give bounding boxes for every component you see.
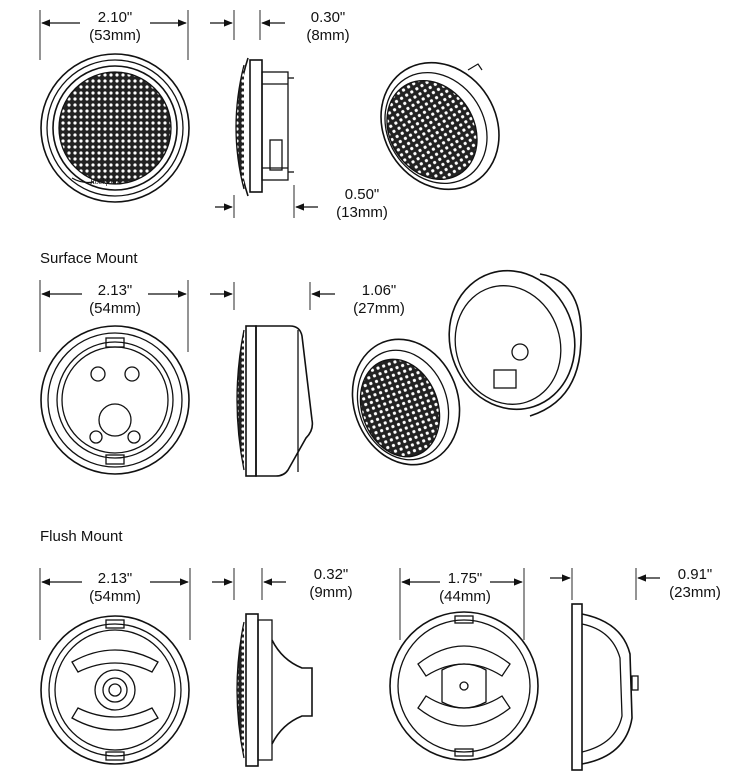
flush-depth-inches: 0.32"	[313, 566, 349, 583]
dim-surface-width	[39, 280, 189, 352]
dim-flush-width	[39, 568, 191, 640]
flush-mount-rear-view	[40, 615, 190, 765]
svg-text:Rockford: Rockford	[89, 177, 120, 186]
tweeter-perspective-view	[380, 61, 500, 191]
top-depth-mm: (8mm)	[306, 27, 350, 44]
surface-cup-rear-view	[40, 325, 190, 475]
surface-assembly-perspective	[351, 269, 582, 466]
flush-cutout-inches: 1.75"	[447, 570, 483, 587]
top-depth-inches: 0.30"	[310, 9, 346, 26]
flush-width-mm: (54mm)	[89, 588, 141, 605]
flush-cup-side-view	[550, 568, 660, 771]
flush-cutout-mm: (44mm)	[439, 588, 491, 605]
flush-depth2-inches: 0.91"	[677, 566, 713, 583]
surface-cup-side-view	[210, 282, 335, 477]
surface-width-inches: 2.13"	[97, 282, 133, 299]
surface-depth-inches: 1.06"	[361, 282, 397, 299]
flush-cup-rear-view	[389, 568, 539, 761]
top-depth2-mm: (13mm)	[336, 204, 388, 221]
flush-mount-side-view	[212, 568, 313, 767]
top-depth2-inches: 0.50"	[344, 186, 380, 203]
section-title-flush-mount: Flush Mount	[40, 528, 123, 545]
tweeter-side-view	[210, 10, 318, 218]
section-title-surface-mount: Surface Mount	[40, 250, 138, 267]
flush-depth-mm: (9mm)	[309, 584, 353, 601]
dim-top-width	[39, 10, 189, 60]
top-width-mm: (53mm)	[89, 27, 141, 44]
surface-depth-mm: (27mm)	[353, 300, 405, 317]
surface-width-mm: (54mm)	[89, 300, 141, 317]
top-width-inches: 2.10"	[97, 9, 133, 26]
flush-width-inches: 2.13"	[97, 570, 133, 587]
flush-depth2-mm: (23mm)	[669, 584, 721, 601]
tweeter-front-view: Rockford	[40, 53, 190, 203]
